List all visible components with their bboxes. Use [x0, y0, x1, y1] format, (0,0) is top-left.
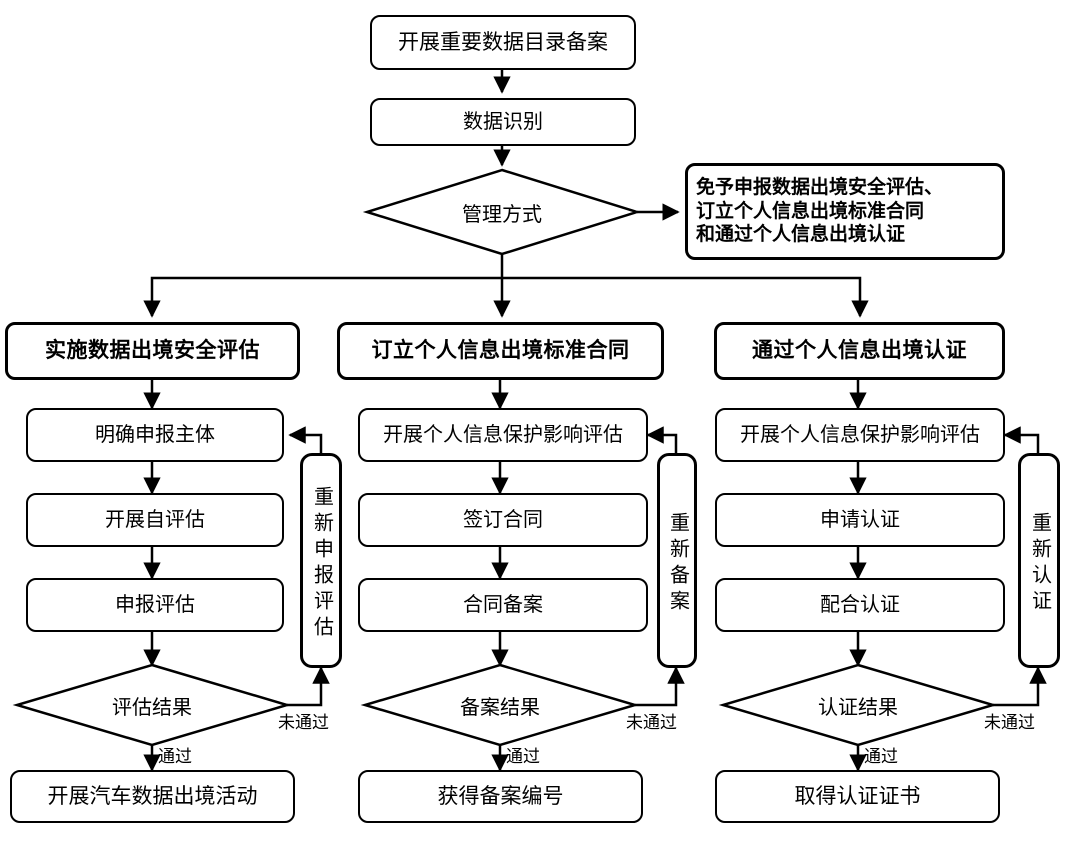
edge-label-left-fail: 未通过 [278, 713, 329, 732]
step-middle-2[interactable]: 签订合同 [358, 493, 648, 547]
edge-r-feedback-to-s1 [1003, 426, 1040, 453]
decision-left-assessment-result[interactable]: 评估结果 [17, 665, 287, 745]
edge-split-right [502, 276, 869, 318]
feedback-middle-refile[interactable]: 重新备案 [657, 453, 697, 668]
step-right-1[interactable]: 开展个人信息保护影响评估 [715, 408, 1005, 462]
node-data-identification[interactable]: 数据识别 [370, 98, 636, 146]
edge-label-left-pass: 通过 [158, 747, 192, 766]
decision-middle-filing-result[interactable]: 备案结果 [365, 665, 635, 745]
edge-m-feedback-to-s1 [646, 426, 678, 453]
decision-right-certification-result[interactable]: 认证结果 [723, 665, 993, 745]
edge-label-right-pass: 通过 [864, 747, 898, 766]
decision-middle-label: 备案结果 [460, 696, 540, 719]
step-left-1[interactable]: 明确申报主体 [26, 408, 284, 462]
terminal-left-export-activity[interactable]: 开展汽车数据出境活动 [10, 770, 295, 823]
edge-split-left [143, 254, 504, 318]
edge-label-middle-fail: 未通过 [626, 713, 677, 732]
exempt-line-1: 免予申报数据出境安全评估、 [696, 176, 944, 198]
step-middle-3[interactable]: 合同备案 [358, 578, 648, 632]
decision-right-label: 认证结果 [818, 696, 898, 719]
edge-r-fail-to-feedback [993, 666, 1047, 707]
decision-management-method[interactable]: 管理方式 [367, 170, 637, 254]
branch-header-standard-contract[interactable]: 订立个人信息出境标准合同 [337, 322, 664, 380]
node-exemption[interactable]: 免予申报数据出境安全评估、 订立个人信息出境标准合同 和通过个人信息出境认证 [685, 163, 1005, 260]
decision-management-method-label: 管理方式 [462, 203, 542, 226]
branch-header-security-assessment[interactable]: 实施数据出境安全评估 [5, 322, 300, 380]
step-left-2[interactable]: 开展自评估 [26, 493, 284, 547]
terminal-middle-filing-number[interactable]: 获得备案编号 [358, 770, 643, 823]
feedback-left-reapply-assessment[interactable]: 重新申报评估 [300, 453, 342, 668]
step-right-2[interactable]: 申请认证 [715, 493, 1005, 547]
decision-left-label: 评估结果 [112, 696, 192, 719]
step-left-3[interactable]: 申报评估 [26, 578, 284, 632]
edge-l-feedback-to-s1 [288, 426, 323, 453]
step-middle-1[interactable]: 开展个人信息保护影响评估 [358, 408, 648, 462]
feedback-right-recertify[interactable]: 重新认证 [1018, 453, 1060, 668]
terminal-right-certificate[interactable]: 取得认证证书 [715, 770, 1000, 823]
edge-label-right-fail: 未通过 [984, 713, 1035, 732]
edge-m-fail-to-feedback [635, 666, 685, 707]
exempt-line-3: 和通过个人信息出境认证 [696, 224, 906, 246]
edge-label-middle-pass: 通过 [506, 747, 540, 766]
edge-l-fail-to-feedback [287, 666, 330, 707]
exempt-line-2: 订立个人信息出境标准合同 [696, 200, 925, 222]
step-right-3[interactable]: 配合认证 [715, 578, 1005, 632]
node-start-important-data-catalog[interactable]: 开展重要数据目录备案 [370, 15, 636, 70]
branch-header-certification[interactable]: 通过个人信息出境认证 [714, 322, 1005, 380]
